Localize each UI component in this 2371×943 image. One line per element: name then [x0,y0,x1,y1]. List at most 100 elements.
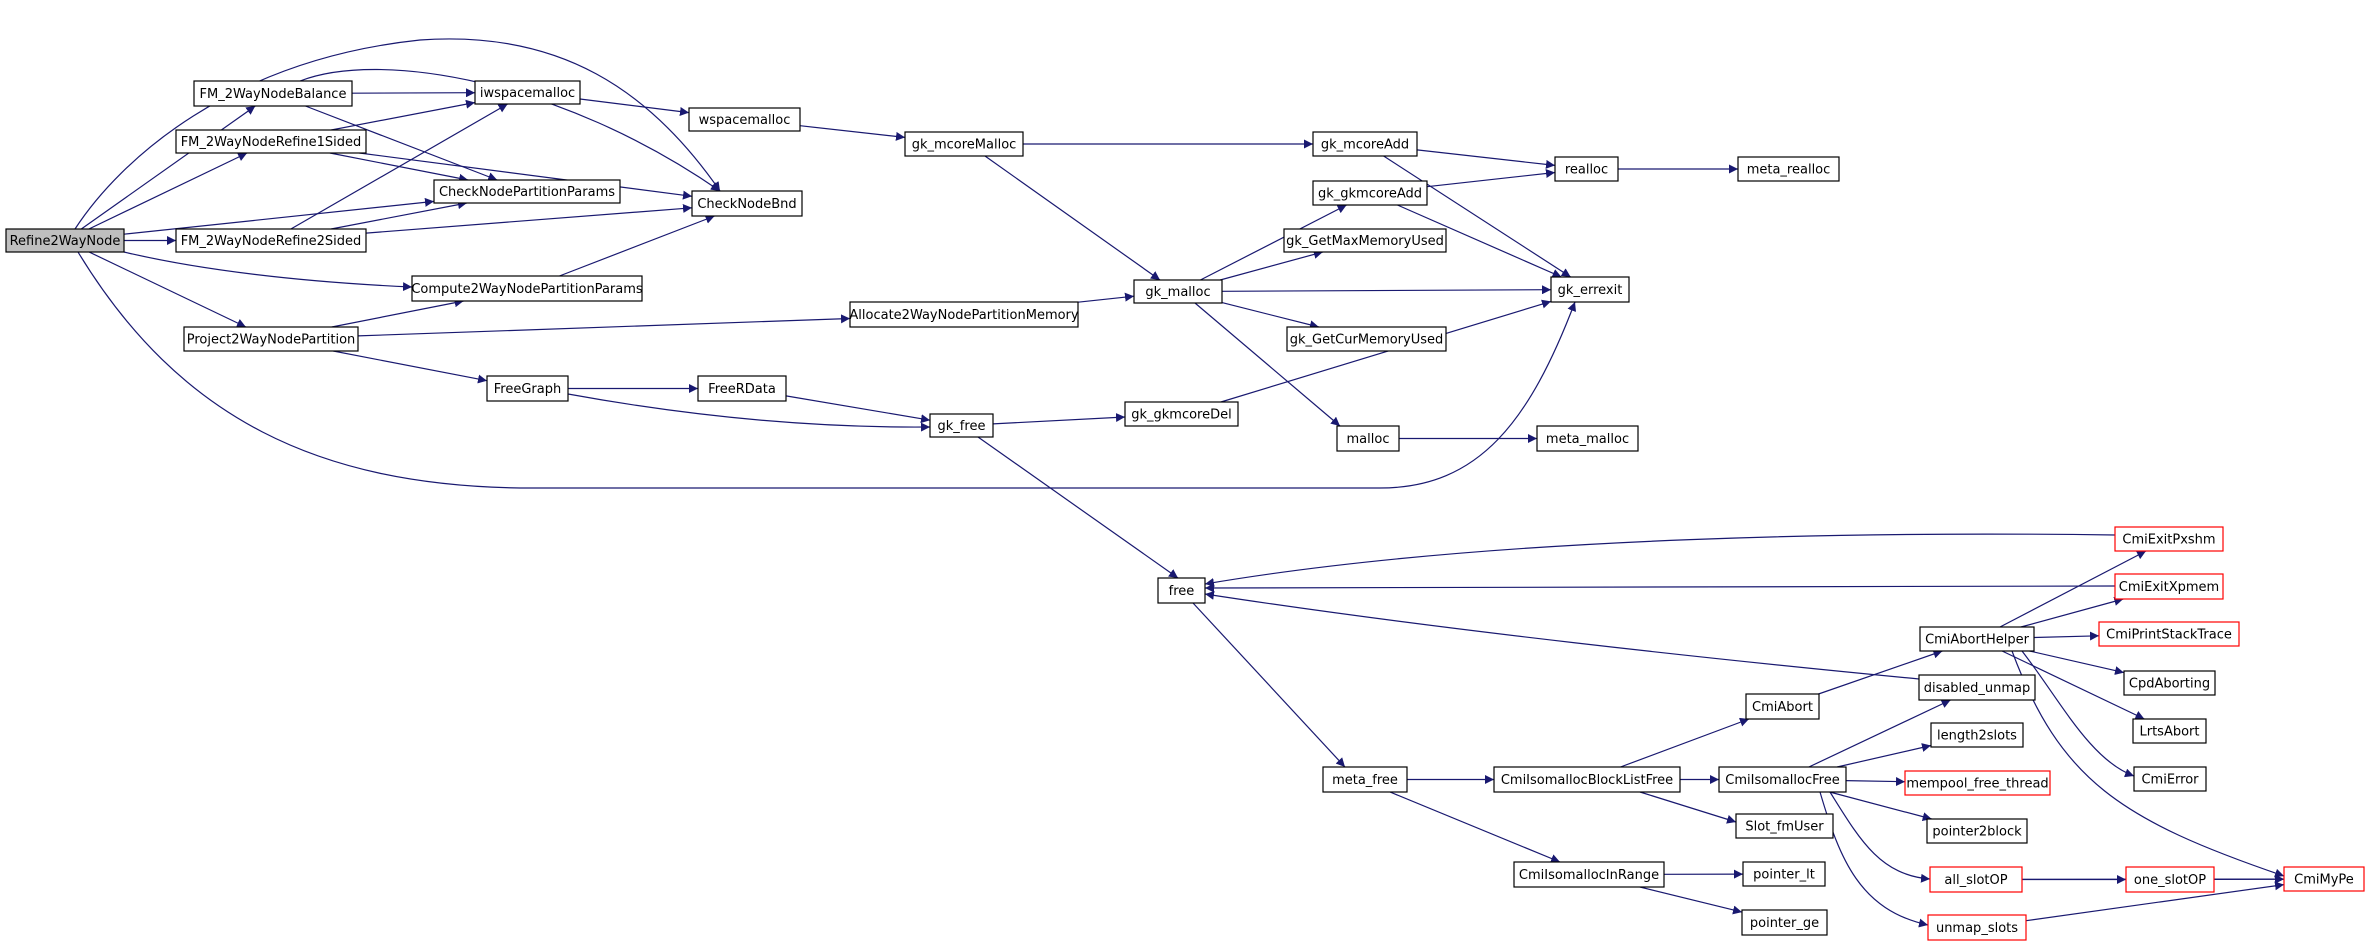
node-compute2waynodepartitionparams[interactable]: Compute2WayNodePartitionParams [411,275,643,302]
edge-cmiexitpxshm-to-free [1204,533,2116,587]
node-gk-mcoremalloc[interactable]: gk_mcoreMalloc [904,131,1024,157]
node-box [1322,766,1408,793]
node-allocate2waynodepartitionmemory[interactable]: Allocate2WayNodePartitionMemory [849,301,1079,328]
node-all-slotop[interactable]: all_slotOP [1929,866,2023,893]
node-cpdaborting[interactable]: CpdAborting [2123,670,2216,696]
node-box [1312,131,1418,157]
edge-cmiisomallocfree-to-all-slotop [1829,791,1931,883]
node-freegraph[interactable]: FreeGraph [486,375,569,402]
edge-unmap-slots-to-cmimype [2025,881,2285,922]
node-label: meta_malloc [1546,432,1629,447]
node-iwspacemalloc[interactable]: iwspacemalloc [474,80,581,105]
node-cmiisomallocinrange[interactable]: CmiIsomallocInRange [1513,861,1665,888]
node-pointer2block[interactable]: pointer2block [1926,818,2028,844]
node-box [904,131,1024,157]
node-cmiaborthelper[interactable]: CmiAbortHelper [1919,626,2035,652]
node-box [2283,866,2365,892]
edge-gk-gkmcoreadd-to-gk-errexit [1397,204,1562,278]
node-box [1929,866,2023,893]
node-box [2132,718,2207,744]
node-gk-errexit[interactable]: gk_errexit [1550,276,1630,303]
node-gk-gkmcoreadd[interactable]: gk_gkmcoreAdd [1312,180,1428,206]
node-box [1718,766,1847,793]
edge-cmiisomallocfree-to-length2slots [1836,743,1932,768]
node-box [1904,770,2051,796]
node-gk-getcurmemoryused[interactable]: gk_GetCurMemoryUsed [1286,326,1447,352]
edge-gk-free-to-free [977,436,1179,579]
node-gk-mcoreadd[interactable]: gk_mcoreAdd [1312,131,1418,157]
node-label: gk_malloc [1145,285,1210,300]
edge-gk-mcoremalloc-to-gk-malloc [984,155,1161,281]
edge-gk-malloc-to-gk-getcurmemoryused [1221,302,1320,330]
node-label: pointer_lt [1753,868,1815,883]
edge-project2waynodepartition-to-allocate2waynodepartitionmemory [357,314,851,337]
node-checknodepartitionparams[interactable]: CheckNodePartitionParams [433,179,621,204]
node-box [688,107,801,132]
node-refine2waynode[interactable]: Refine2WayNode [5,228,125,253]
node-gk-free[interactable]: gk_free [929,413,994,438]
node-project2waynodepartition[interactable]: Project2WayNodePartition [183,326,359,352]
node-lrtsabort[interactable]: LrtsAbort [2132,718,2207,744]
node-box [1493,766,1681,793]
node-box [2133,766,2207,792]
node-label: CmiMyPe [2294,873,2354,888]
edge-fm-2waynoderefine2sided-to-checknodebnd [365,204,693,234]
node-cmiabort[interactable]: CmiAbort [1745,693,1820,720]
node-gk-malloc[interactable]: gk_malloc [1133,279,1223,304]
node-box [1741,909,1828,936]
edge-wspacemalloc-to-gk-mcoremalloc [799,125,906,141]
edge-meta-free-to-cmiisomallocinrange [1389,791,1561,863]
node-fm-2waynodebalance[interactable]: FM_2WayNodeBalance [193,80,353,107]
node-checknodebnd[interactable]: CheckNodeBnd [691,190,803,217]
node-box [1286,326,1447,352]
node-cmiisomallocfree[interactable]: CmiIsomallocFree [1718,766,1847,793]
node-box [1536,425,1639,452]
node-box [2123,670,2216,696]
node-disabled-unmap[interactable]: disabled_unmap [1918,674,2036,701]
node-cmiisomallocblocklistfree[interactable]: CmiIsomallocBlockListFree [1493,766,1681,793]
node-cmiprintstacktrace[interactable]: CmiPrintStackTrace [2098,621,2240,647]
node-label: CmiIsomallocBlockListFree [1501,773,1673,788]
node-pointer-ge[interactable]: pointer_ge [1741,909,1828,936]
node-cmimype[interactable]: CmiMyPe [2283,866,2365,892]
node-mempool-free-thread[interactable]: mempool_free_thread [1904,770,2051,796]
node-free[interactable]: free [1157,577,1206,604]
node-pointer-lt[interactable]: pointer_lt [1742,861,1826,887]
node-label: unmap_slots [1936,921,2018,936]
node-cmiexitxpmem[interactable]: CmiExitXpmem [2114,573,2224,600]
node-malloc[interactable]: malloc [1336,425,1400,452]
node-realloc[interactable]: realloc [1554,156,1619,182]
node-label: malloc [1347,432,1390,447]
node-box [2125,866,2215,893]
node-wspacemalloc[interactable]: wspacemalloc [688,107,801,132]
node-box [486,375,569,402]
node-meta-malloc[interactable]: meta_malloc [1536,425,1639,452]
node-one-slotop[interactable]: one_slotOP [2125,866,2215,893]
node-gk-getmaxmemoryused[interactable]: gk_GetMaxMemoryUsed [1283,228,1447,253]
node-label: CpdAborting [2129,677,2210,692]
node-fm-2waynoderefine2sided[interactable]: FM_2WayNodeRefine2Sided [175,228,367,253]
node-meta-realloc[interactable]: meta_realloc [1737,156,1840,182]
node-meta-free[interactable]: meta_free [1322,766,1408,793]
node-gk-gkmcoredel[interactable]: gk_gkmcoreDel [1124,401,1239,427]
node-fm-2waynoderefine1sided[interactable]: FM_2WayNodeRefine1Sided [175,129,367,154]
node-box [1554,156,1619,182]
node-box [2098,621,2240,647]
edge-cmiisomallocfree-to-mempool-free-thread [1845,777,1906,787]
node-cmierror[interactable]: CmiError [2133,766,2207,792]
node-slot-fmuser[interactable]: Slot_fmUser [1735,813,1834,839]
node-unmap-slots[interactable]: unmap_slots [1927,914,2027,941]
node-label: iwspacemalloc [480,86,575,101]
node-label: CmiAbort [1752,700,1813,715]
node-cmiexitpxshm[interactable]: CmiExitPxshm [2114,526,2224,552]
node-label: pointer2block [1932,825,2022,840]
node-box [691,190,803,217]
node-length2slots[interactable]: length2slots [1930,722,2024,748]
node-label: gk_GetMaxMemoryUsed [1286,234,1444,249]
node-label: CmiIsomallocFree [1725,773,1839,788]
node-label: gk_mcoreAdd [1321,138,1409,153]
node-box [1336,425,1400,452]
node-box [1550,276,1630,303]
node-freerdata[interactable]: FreeRData [697,375,787,402]
edge-project2waynodepartition-to-freegraph [333,350,488,384]
